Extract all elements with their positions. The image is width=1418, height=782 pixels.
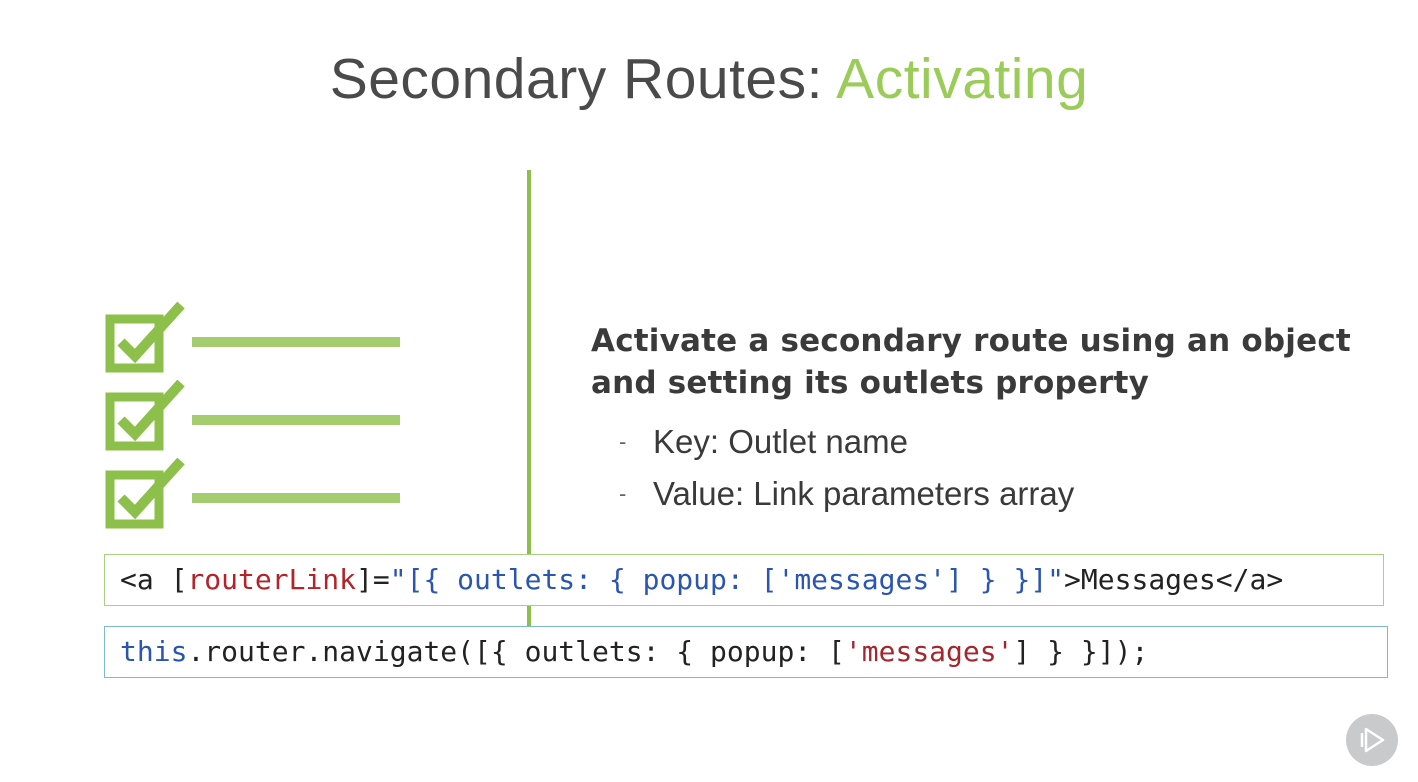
code-token-string: 'messages' xyxy=(844,635,1014,668)
code-token: ]= xyxy=(356,563,390,596)
checklist-icon xyxy=(105,301,400,529)
title-accent: Activating xyxy=(836,47,1089,111)
code-token-attr: routerLink xyxy=(187,563,357,596)
checklist-row-1 xyxy=(105,301,400,373)
checklist-row-2 xyxy=(105,379,400,451)
body-text: Activate a secondary route using an obje… xyxy=(591,320,1391,520)
code-token: ] } }]); xyxy=(1013,635,1149,668)
code-token-string: "[{ outlets: { popup: ['messages'] } }]" xyxy=(389,563,1065,596)
bullet-item-value: - Value: Link parameters array xyxy=(591,468,1391,520)
slide-title: Secondary Routes: Activating xyxy=(0,46,1418,112)
bullet-text: Value: Link parameters array xyxy=(653,475,1075,512)
bullet-dash: - xyxy=(619,481,627,506)
bullet-list: - Key: Outlet name - Value: Link parameter… xyxy=(591,416,1391,520)
play-icon xyxy=(1360,727,1385,753)
code-token-keyword: this xyxy=(120,635,188,668)
code-token: <a [ xyxy=(120,563,188,596)
code-router-navigate: this.router.navigate([{ outlets: { popup… xyxy=(104,626,1388,678)
bullet-text: Key: Outlet name xyxy=(653,423,908,460)
code-token: .router.navigate([{ outlets: { popup: [ xyxy=(187,635,845,668)
title-main: Secondary Routes: xyxy=(329,47,837,111)
bullet-item-key: - Key: Outlet name xyxy=(591,416,1391,468)
play-button[interactable] xyxy=(1346,714,1398,766)
bullet-dash: - xyxy=(619,429,627,454)
code-token: >Messages</a> xyxy=(1064,563,1284,596)
vertical-divider xyxy=(527,170,531,628)
code-router-link: <a [routerLink]="[{ outlets: { popup: ['… xyxy=(104,554,1384,606)
checklist-row-3 xyxy=(105,457,400,529)
main-point: Activate a secondary route using an obje… xyxy=(591,323,1351,401)
